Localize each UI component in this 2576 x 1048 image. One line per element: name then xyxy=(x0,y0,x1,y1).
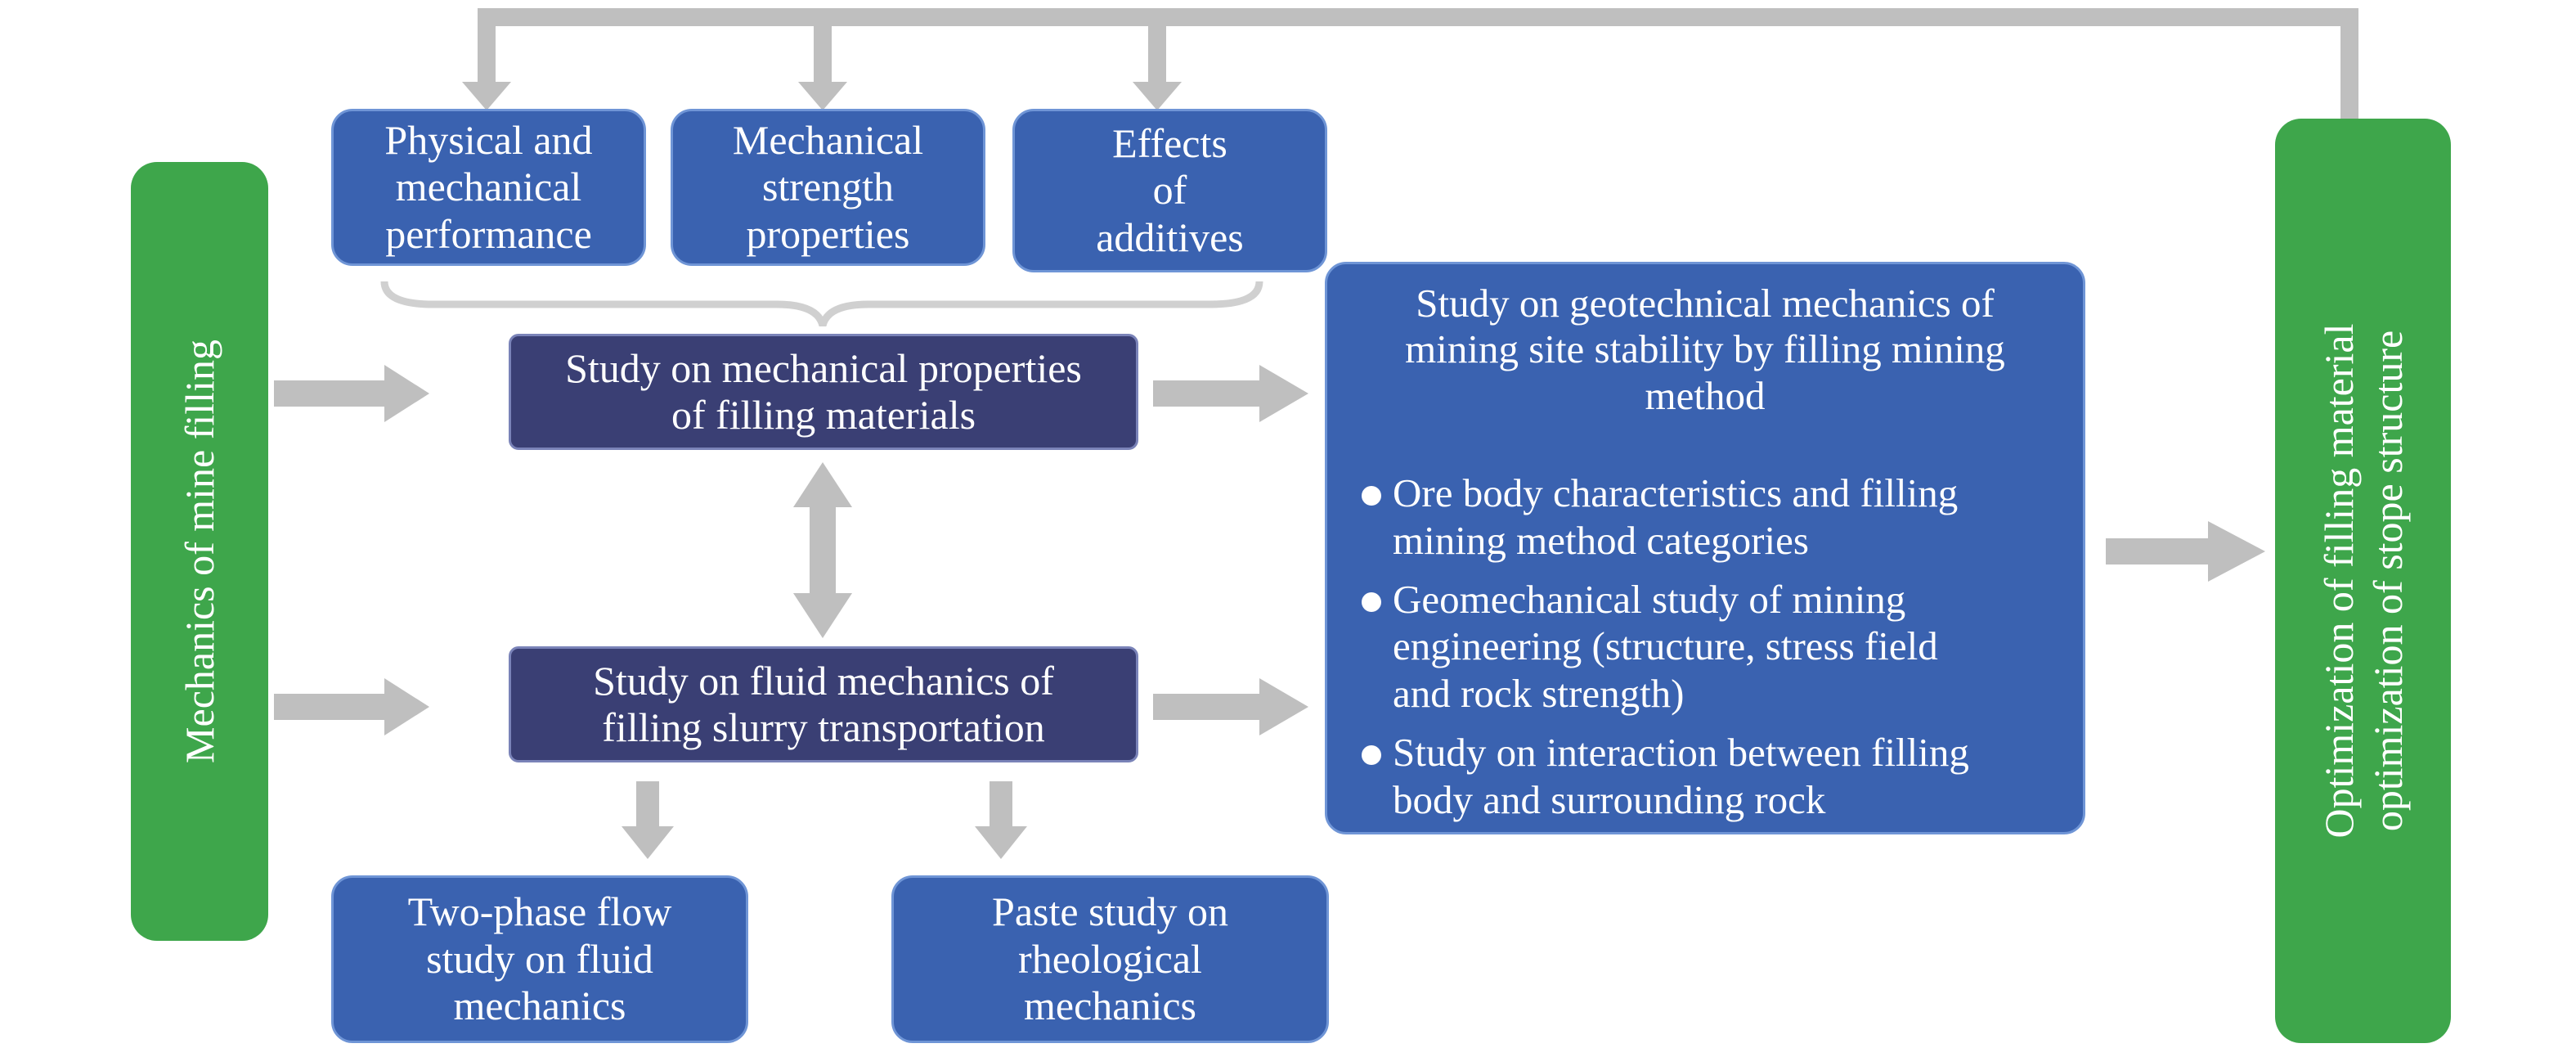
fluid-mechanics-line-1: Study on fluid mechanics of xyxy=(593,657,1054,704)
additives-line-3: additives xyxy=(1096,214,1244,260)
bullet-2-line-1: Geomechanical study of mining xyxy=(1393,576,1906,622)
right-bar-line-2: optimization of stope structure xyxy=(2364,330,2411,832)
additives-line-1: Effects xyxy=(1112,119,1227,166)
bullet-dot-icon xyxy=(1362,486,1381,506)
physical-line-2: mechanical xyxy=(395,164,582,210)
geotechnical-mechanics-box: Study on geotechnical mechanics of minin… xyxy=(1325,262,2085,834)
arrow-fluid-to-geotechnical xyxy=(1153,678,1308,735)
strength-line-1: Mechanical xyxy=(732,116,924,163)
bullet-3-line-1: Study on interaction between filling xyxy=(1393,730,1969,776)
physical-line-3: performance xyxy=(385,210,592,257)
bullet-geomechanical: Geomechanical study of mining engineerin… xyxy=(1352,576,2058,717)
bullet-interaction: Study on interaction between filling bod… xyxy=(1352,729,2058,824)
additives-line-2: of xyxy=(1152,167,1187,214)
two-phase-line-2: study on fluid xyxy=(426,935,653,982)
paste-rheological-box: Paste study on rheological mechanics xyxy=(891,875,1329,1043)
bullet-3-line-2: body and surrounding rock xyxy=(1393,776,1826,822)
arrow-left-to-fluid xyxy=(274,678,429,735)
grouping-brace xyxy=(380,281,1263,327)
two-phase-flow-box: Two-phase flow study on fluid mechanics xyxy=(331,875,748,1043)
paste-line-2: rheological xyxy=(1018,935,1202,982)
arrow-to-two-phase xyxy=(622,781,674,859)
bullet-2-line-3: and rock strength) xyxy=(1393,671,1685,717)
paste-line-1: Paste study on xyxy=(992,888,1228,935)
geotechnical-title-line-1: Study on geotechnical mechanics of xyxy=(1416,281,1995,326)
geotechnical-title-line-2: mining site stability by filling mining xyxy=(1405,326,2005,372)
physical-mechanical-performance-box: Physical and mechanical performance xyxy=(331,109,646,266)
bullet-1-line-2: mining method categories xyxy=(1393,517,1809,563)
bullet-1-line-1: Ore body characteristics and filling xyxy=(1393,470,1959,516)
right-bar-label: Optimization of filling material optimiz… xyxy=(2314,323,2412,838)
physical-line-1: Physical and xyxy=(384,116,593,163)
bullet-dot-icon xyxy=(1362,591,1381,612)
geotechnical-bullet-list: Ore body characteristics and filling min… xyxy=(1352,470,2058,835)
strength-line-2: strength xyxy=(761,164,895,210)
arrow-mechanical-to-geotechnical xyxy=(1153,365,1308,422)
bullet-ore-body: Ore body characteristics and filling min… xyxy=(1352,470,2058,564)
strength-line-3: properties xyxy=(746,210,910,257)
mechanical-properties-study-box: Study on mechanical properties of fillin… xyxy=(509,334,1138,450)
geotechnical-title-line-3: method xyxy=(1645,372,1766,418)
fluid-mechanics-line-2: filling slurry transportation xyxy=(602,704,1045,750)
bullet-2-line-2: engineering (structure, stress field xyxy=(1393,623,1938,669)
two-phase-line-1: Two-phase flow xyxy=(407,888,672,935)
bullet-dot-icon xyxy=(1362,745,1381,766)
mechanical-properties-line-1: Study on mechanical properties xyxy=(565,344,1082,391)
two-phase-line-3: mechanics xyxy=(453,983,626,1029)
double-arrow-between-studies xyxy=(793,462,852,638)
feedback-arrow xyxy=(462,8,2358,119)
mechanical-properties-line-2: of filling materials xyxy=(671,392,976,438)
left-bar-label: Mechanics of mine filling xyxy=(177,340,222,763)
arrow-geotechnical-to-optimization xyxy=(2106,521,2265,582)
geotechnical-title: Study on geotechnical mechanics of minin… xyxy=(1352,281,2058,419)
arrow-left-to-mechanical xyxy=(274,365,429,422)
fluid-mechanics-study-box: Study on fluid mechanics of filling slur… xyxy=(509,646,1138,762)
optimization-bar: Optimization of filling material optimiz… xyxy=(2275,119,2451,1043)
arrow-to-paste xyxy=(975,781,1027,859)
right-bar-line-1: Optimization of filling material xyxy=(2315,323,2362,839)
effects-of-additives-box: Effects of additives xyxy=(1012,109,1327,272)
mechanical-strength-properties-box: Mechanical strength properties xyxy=(671,109,985,266)
mechanics-of-mine-filling-bar: Mechanics of mine filling xyxy=(131,162,268,941)
paste-line-3: mechanics xyxy=(1023,983,1196,1029)
